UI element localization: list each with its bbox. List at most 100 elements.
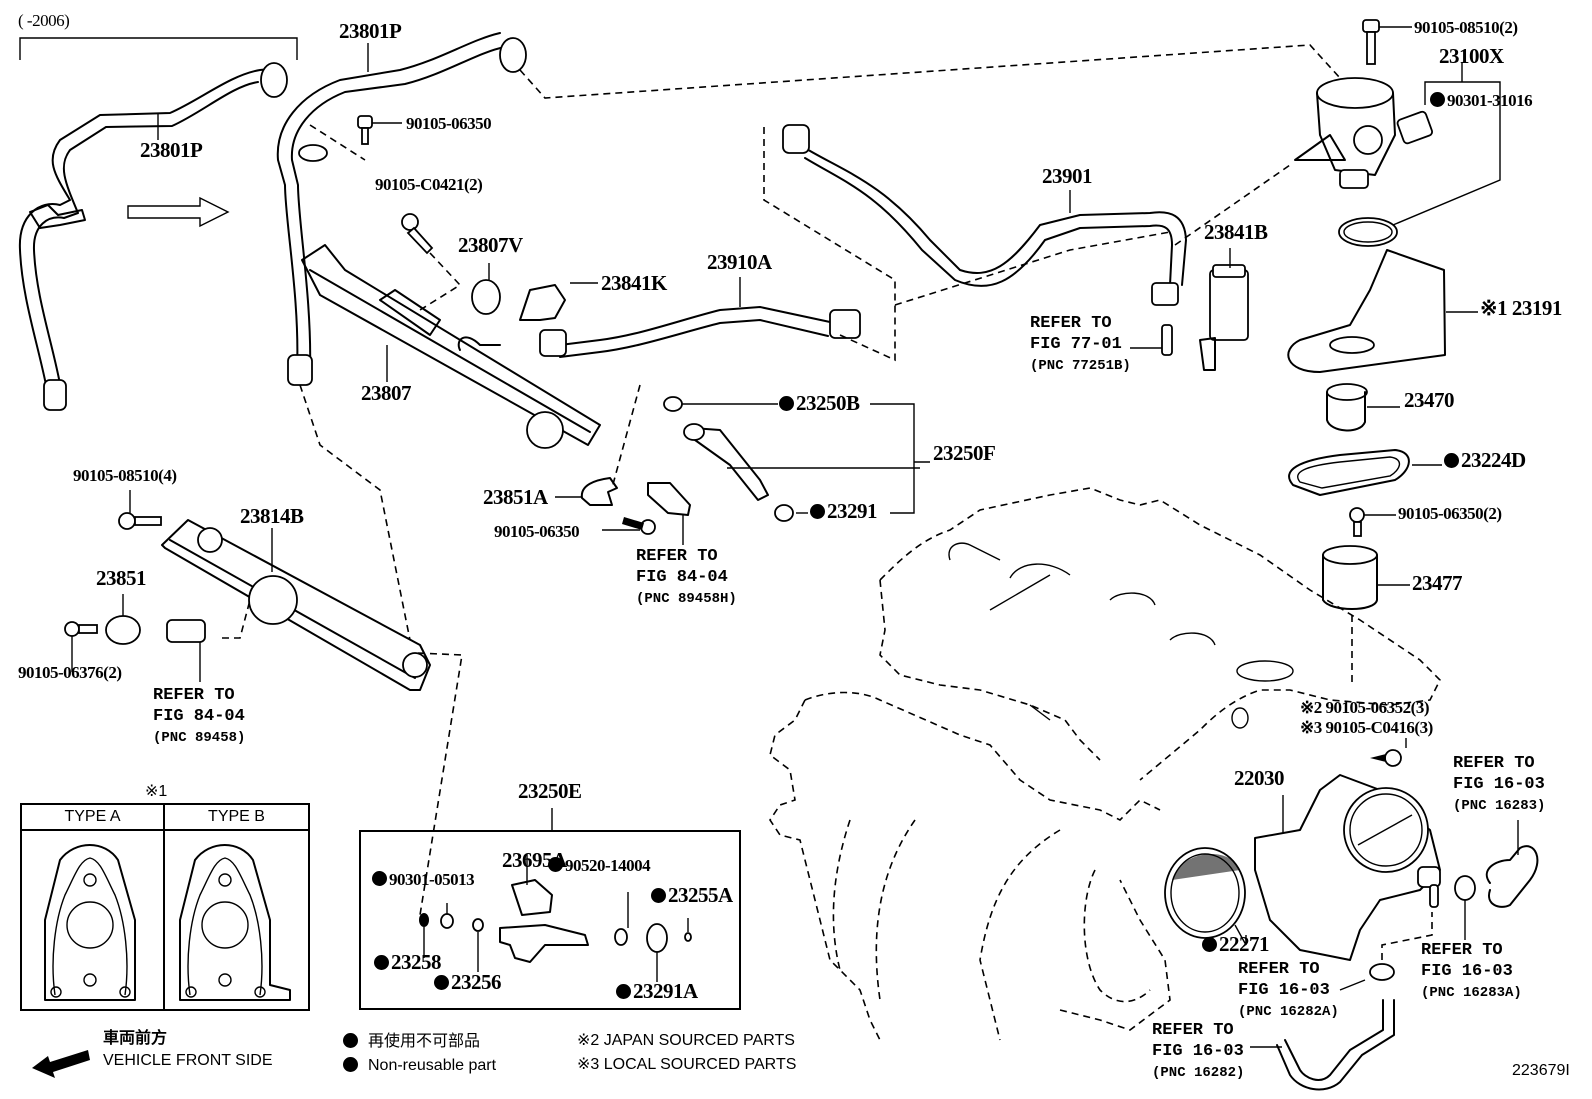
fuel-pipe-23801P (276, 32, 527, 386)
part-label-90105-06350-top[interactable]: 90105-06350 (406, 114, 492, 133)
part-label-23256[interactable]: 23256 (434, 972, 502, 993)
type-table-marker: ※1 (145, 783, 168, 800)
part-label-23901[interactable]: 23901 (1042, 164, 1093, 188)
throttle-body-22030 (1254, 774, 1441, 961)
part-label-90105-06350-2[interactable]: 90105-06350(2) (1398, 504, 1502, 523)
part-label-23807V[interactable]: 23807V (458, 233, 523, 257)
part-label-23224D[interactable]: 23224D (1444, 450, 1526, 471)
part-label-22271[interactable]: 22271 (1202, 934, 1270, 955)
bracket-type-table: TYPE A TYPE B (20, 803, 310, 1011)
bolt-90105-06350-top-icon (357, 115, 402, 145)
connector-23841B (1199, 248, 1249, 371)
vehicle-front-label-en: VEHICLE FRONT SIDE (103, 1052, 273, 1069)
arrow-front-left-icon (32, 1050, 90, 1078)
year-range-bracket (19, 37, 298, 60)
reference-fig-16-03-16283A[interactable]: REFER TO FIG 16-03 (PNC 16283A) (1421, 941, 1522, 1001)
hose-connection-guide (763, 127, 896, 362)
fuel-pipe-23801P-old (18, 62, 288, 411)
injector-kit-contents (419, 808, 692, 982)
part-label-90105-08510-2[interactable]: 90105-08510(2) (1414, 18, 1518, 37)
part-label-23255A[interactable]: 23255A (651, 885, 733, 906)
pressure-sensor-89458H (647, 482, 691, 545)
part-label-23100X[interactable]: 23100X (1439, 44, 1504, 68)
vehicle-front-label-jp: 車両前方 (103, 1030, 168, 1047)
bracket-type-a-drawing (44, 844, 136, 1001)
part-label-90105-06352[interactable]: ※2 90105-06352(3) (1300, 698, 1429, 717)
bracket-type-b-drawing (179, 844, 291, 1001)
injector-23250F (663, 396, 930, 522)
bolt-90105-06376-icon (64, 621, 98, 672)
year-range-note: ( -2006) (18, 11, 70, 30)
legend-non-reusable-en: Non-reusable part (343, 1057, 496, 1074)
reference-fig-84-04-89458[interactable]: REFER TO FIG 84-04 (PNC 89458) (153, 686, 246, 746)
coolant-hose-16283 (1485, 820, 1539, 908)
housing-23477 (1322, 545, 1410, 610)
engine-outline (769, 487, 1441, 1041)
bracket-23851A-icon (580, 477, 618, 506)
part-label-23291[interactable]: 23291 (810, 501, 878, 522)
bolt-90105-08510-4-icon (118, 490, 162, 530)
non-reusable-dot-icon (343, 1057, 358, 1072)
legend-non-reusable-jp: 再使用不可部品 (343, 1033, 480, 1050)
part-label-23851A[interactable]: 23851A (483, 485, 548, 509)
part-label-23250E[interactable]: 23250E (518, 779, 582, 803)
delivery-pipe-23814B (161, 519, 431, 691)
assembly-arrow-icon (127, 196, 230, 228)
reference-fig-84-04-89458H[interactable]: REFER TO FIG 84-04 (PNC 89458H) (636, 547, 737, 607)
part-label-23470[interactable]: 23470 (1404, 388, 1455, 412)
pressure-sensor-89458 (166, 619, 206, 682)
part-label-90520-14004[interactable]: 90520-14004 (548, 857, 651, 874)
reference-fig-77-01[interactable]: REFER TO FIG 77-01 (PNC 77251B) (1030, 314, 1131, 374)
part-label-23841B[interactable]: 23841B (1204, 220, 1268, 244)
part-label-90301-05013[interactable]: 90301-05013 (372, 871, 475, 888)
part-label-23910A[interactable]: 23910A (707, 250, 772, 274)
spacer-23807V-icon (471, 279, 501, 315)
part-label-23477[interactable]: 23477 (1412, 571, 1463, 595)
clamp-16283A-icon (1454, 875, 1476, 901)
part-label-90105-C0421[interactable]: 90105-C0421(2) (375, 175, 483, 194)
part-label-23807[interactable]: 23807 (361, 381, 412, 405)
type-b-header: TYPE B (165, 805, 308, 831)
reference-fig-16-03-16282[interactable]: REFER TO FIG 16-03 (PNC 16282) (1152, 1021, 1245, 1081)
part-label-90105-06376[interactable]: 90105-06376(2) (18, 663, 122, 682)
part-label-23814B[interactable]: 23814B (240, 504, 304, 528)
figure-number: 223679I (1512, 1062, 1570, 1079)
type-b-column: TYPE B (165, 805, 308, 1009)
o-ring-90301-31016-icon (1338, 217, 1398, 247)
part-label-23291A[interactable]: 23291A (616, 981, 698, 1002)
bolt-90105-06350-mid-icon (622, 517, 656, 535)
part-label-23191[interactable]: ※1 23191 (1480, 296, 1562, 320)
bolt-90105-08510-2-icon (1362, 19, 1412, 65)
type-a-header: TYPE A (22, 805, 163, 831)
coolant-hose-16282 (1276, 999, 1395, 1091)
part-label-23250B[interactable]: 23250B (779, 393, 860, 414)
part-label-23801P-old[interactable]: 23801P (140, 138, 203, 162)
part-label-23801P[interactable]: 23801P (339, 19, 402, 43)
part-label-23851[interactable]: 23851 (96, 566, 147, 590)
hose-23910A (539, 277, 861, 358)
fuel-pump-23100X (1294, 63, 1501, 226)
reference-fig-16-03-16283[interactable]: REFER TO FIG 16-03 (PNC 16283) (1453, 754, 1546, 814)
legend-note-japan-sourced: ※2 JAPAN SOURCED PARTS (577, 1032, 795, 1049)
part-label-23250F[interactable]: 23250F (933, 441, 996, 465)
bolt-90105-06350-2-icon (1349, 507, 1396, 537)
part-label-90105-08510-4[interactable]: 90105-08510(4) (73, 466, 177, 485)
bolt-90105-C0421-icon (401, 213, 434, 255)
part-label-23258[interactable]: 23258 (374, 952, 442, 973)
fuel-rail-23807 (301, 244, 601, 449)
pipe-ref-77251B-icon (1161, 324, 1173, 356)
reference-fig-16-03-16282A[interactable]: REFER TO FIG 16-03 (PNC 16282A) (1238, 960, 1339, 1020)
spacer-23851-icon (105, 615, 141, 645)
part-label-90301-31016[interactable]: 90301-31016 (1430, 92, 1533, 109)
hose-23901 (782, 124, 1187, 306)
part-label-23841K[interactable]: 23841K (601, 271, 667, 295)
part-label-90105-06350-mid[interactable]: 90105-06350 (494, 522, 580, 541)
clip-23841K-icon (519, 284, 566, 321)
type-a-column: TYPE A (22, 805, 165, 1009)
part-label-22030[interactable]: 22030 (1234, 766, 1285, 790)
legend-note-local-sourced: ※3 LOCAL SOURCED PARTS (577, 1056, 797, 1073)
bracket-23191 (1287, 249, 1478, 373)
part-label-90105-C0416[interactable]: ※3 90105-C0416(3) (1300, 718, 1433, 737)
injector-kit-box (359, 830, 741, 1010)
